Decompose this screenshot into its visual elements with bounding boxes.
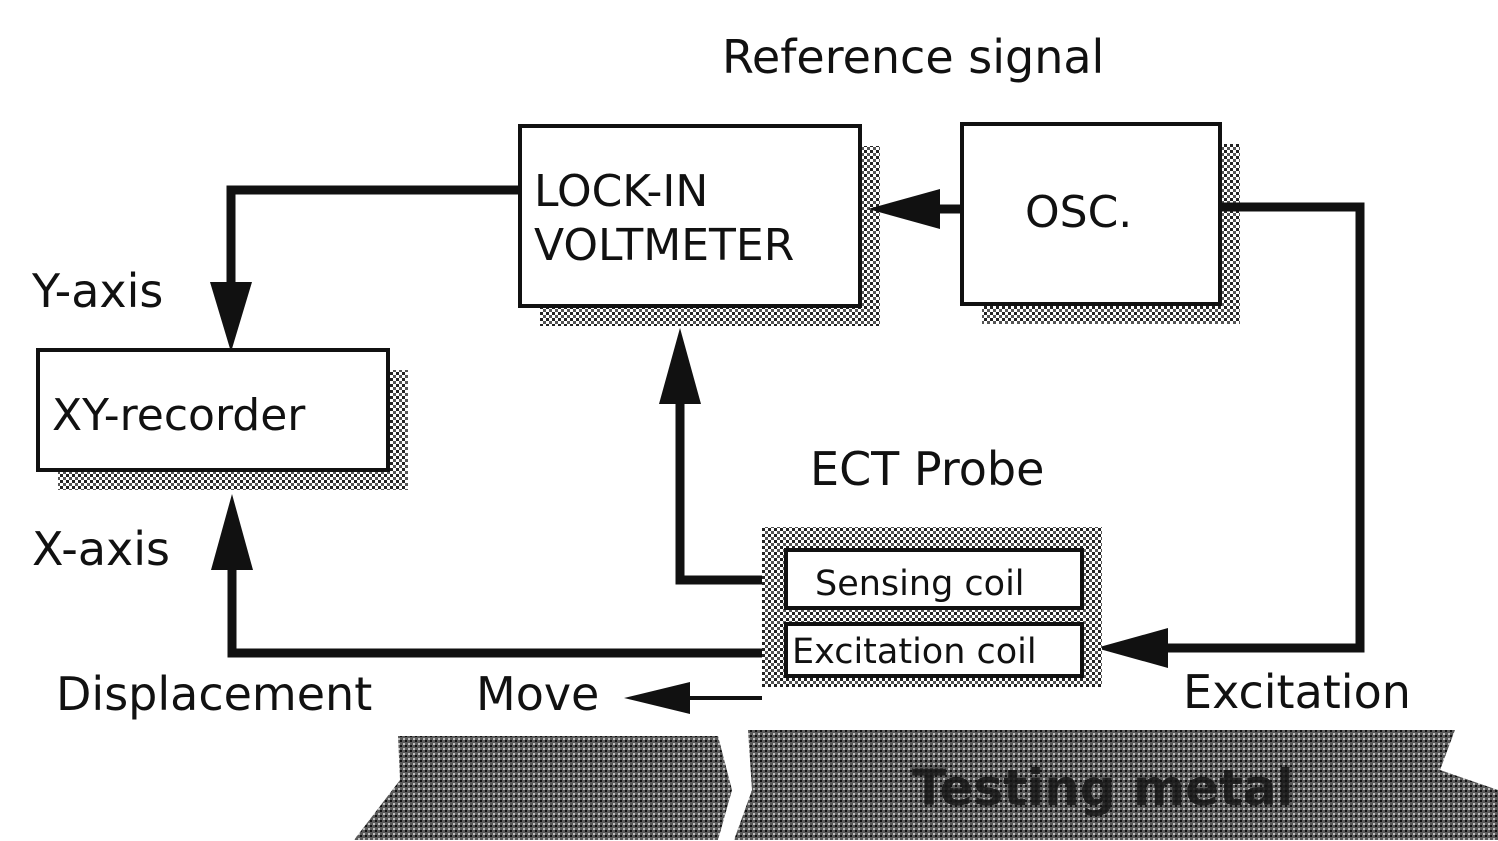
sensing-signal-line [675,390,786,585]
y-axis-label: Y-axis [31,264,163,318]
sensing-coil-label: Sensing coil [815,564,1025,604]
move-arrow [624,682,762,714]
x-signal-line [227,560,786,658]
testing-metal-right [734,730,1498,840]
move-arrow-head [624,682,690,714]
reference-signal-path [868,189,962,229]
xy-recorder-label: XY-recorder [52,390,306,441]
excitation-arrowhead [1096,628,1168,668]
x-axis-label: X-axis [32,522,170,576]
displacement-label: Displacement [56,667,372,721]
osc-frame [960,122,1222,306]
reference-signal-arrowhead [868,189,940,229]
y-signal-path [210,185,520,352]
excitation-coil-box [784,622,1084,678]
sensing-signal-arrowhead [659,328,701,404]
testing-metal-left [354,736,732,840]
oscillator-box: OSC. [960,122,1240,324]
x-signal-path [211,494,786,658]
move-label: Move [476,667,599,721]
excitation-coil-label: Excitation coil [792,632,1037,672]
xy-recorder-frame [36,348,390,472]
lockin-frame [518,124,862,308]
ect-probe: Sensing coil Excitation coil [762,527,1102,687]
excitation-line [1150,202,1365,653]
lockin-voltmeter-box: LOCK-IN VOLTMETER [518,124,880,326]
testing-metal-label: Testing metal [912,759,1294,817]
xy-recorder-box: XY-recorder [36,348,408,490]
lockin-label-line2: VOLTMETER [534,220,794,271]
excitation-label: Excitation [1183,665,1411,719]
sensing-coil-box [784,548,1084,610]
x-signal-arrowhead [211,494,253,570]
ect-probe-label: ECT Probe [810,442,1044,496]
osc-label: OSC. [1025,187,1132,238]
lockin-label-line1: LOCK-IN [534,166,708,217]
y-signal-arrowhead [210,282,252,352]
excitation-path [1096,202,1365,668]
reference-signal-label: Reference signal [722,30,1104,84]
testing-metal: Testing metal [354,730,1498,840]
sensing-signal-path [659,328,786,585]
y-signal-line [226,185,520,300]
